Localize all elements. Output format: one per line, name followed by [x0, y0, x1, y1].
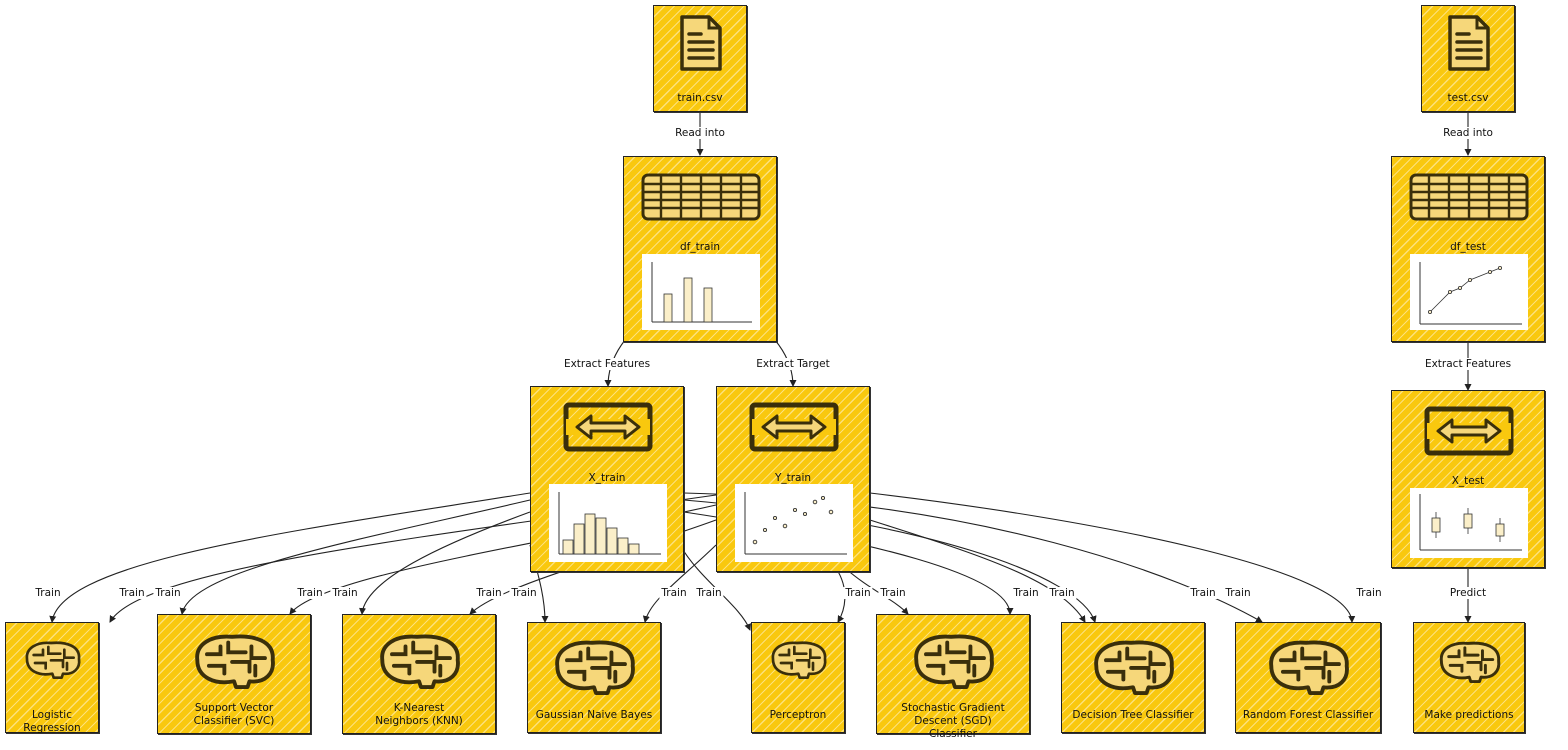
edge-label-predict: Predict [1447, 587, 1489, 599]
node-label: train.csv [677, 92, 723, 104]
boxplot-thumbnail [1410, 488, 1528, 558]
node-make-predictions[interactable]: Make predictions [1413, 622, 1525, 733]
table-icon [1409, 173, 1529, 221]
node-y-train[interactable]: Y_train [716, 386, 870, 572]
edge-x-train-to-svc [179, 499, 531, 615]
edge-label-train: Train [1223, 587, 1253, 599]
node-sgd-classifier[interactable]: Stochastic Gradient Descent (SGD) Classi… [876, 614, 1030, 740]
brain-icon [25, 641, 81, 679]
document-icon [680, 15, 722, 71]
edge-label-train: Train [33, 587, 63, 599]
edge-label-train: Train [1188, 587, 1218, 599]
edge-y-train-to-rforest [869, 492, 1356, 623]
node-label: K-Nearest Neighbors (KNN) [375, 702, 463, 727]
line-chart-thumbnail [1410, 254, 1528, 330]
edge-label-extract-features: Extract Features [561, 358, 653, 370]
brain-icon [914, 634, 994, 689]
brain-icon [195, 634, 275, 689]
node-df-test[interactable]: df_test [1391, 156, 1545, 342]
node-label: Logistic Regression [23, 709, 81, 734]
node-label: Y_train [774, 472, 812, 484]
brain-icon [1439, 641, 1501, 683]
transform-icon [563, 402, 653, 452]
table-icon [641, 173, 761, 221]
node-label: Gaussian Naive Bayes [535, 709, 653, 721]
brain-icon [380, 634, 460, 689]
brain-icon [1094, 640, 1174, 695]
transform-icon [1424, 406, 1514, 456]
node-label: Stochastic Gradient Descent (SGD) Classi… [901, 702, 1005, 740]
brain-icon [1269, 640, 1349, 695]
scatter-thumbnail [735, 484, 853, 562]
edge-label-train: Train [878, 587, 908, 599]
edge-x-train-to-knn [359, 511, 531, 615]
node-label: Decision Tree Classifier [1072, 709, 1194, 721]
transform-icon [749, 402, 839, 452]
edge-label-train: Train [1354, 587, 1384, 599]
bar-chart-thumbnail [642, 254, 760, 330]
node-label: test.csv [1447, 92, 1489, 104]
edge-label-train: Train [843, 587, 873, 599]
edge-label-train: Train [295, 587, 325, 599]
edge-label-train: Train [474, 587, 504, 599]
node-decision-tree[interactable]: Decision Tree Classifier [1061, 622, 1205, 733]
node-label: df_train [679, 241, 721, 253]
histogram-thumbnail [549, 484, 667, 562]
node-svc[interactable]: Support Vector Classifier (SVC) [157, 614, 311, 734]
node-random-forest[interactable]: Random Forest Classifier [1235, 622, 1381, 733]
edge-y-train-to-dtree [869, 519, 1086, 623]
node-logistic-regression[interactable]: Logistic Regression [5, 622, 99, 734]
edge-label-extract-target: Extract Target [754, 358, 832, 370]
node-label: Random Forest Classifier [1242, 709, 1374, 721]
node-df-train[interactable]: df_train [623, 156, 777, 342]
node-label: Make predictions [1424, 709, 1514, 721]
edge-label-read-into-test: Read into [1441, 127, 1495, 139]
edge-label-extract-features-test: Extract Features [1422, 358, 1514, 370]
edge-label-train: Train [117, 587, 147, 599]
edge-label-train: Train [659, 587, 689, 599]
node-test-csv[interactable]: test.csv [1421, 5, 1515, 112]
edge-label-train: Train [1011, 587, 1041, 599]
edge-label-train: Train [509, 587, 539, 599]
node-label: df_test [1450, 241, 1486, 253]
node-x-test[interactable]: X_test [1391, 390, 1545, 568]
node-knn[interactable]: K-Nearest Neighbors (KNN) [342, 614, 496, 734]
edge-label-read-into: Read into [673, 127, 727, 139]
edge-x-train-to-logistic [49, 492, 531, 623]
edge-label-train: Train [153, 587, 183, 599]
edge-label-train: Train [1047, 587, 1077, 599]
document-icon [1448, 15, 1490, 71]
node-label: X_train [588, 472, 626, 484]
node-label: Support Vector Classifier (SVC) [193, 702, 275, 727]
brain-icon [771, 641, 827, 679]
node-x-train[interactable]: X_train [530, 386, 684, 572]
node-gaussian-naive-bayes[interactable]: Gaussian Naive Bayes [527, 622, 661, 733]
node-perceptron[interactable]: Perceptron [751, 622, 845, 733]
node-train-csv[interactable]: train.csv [653, 5, 747, 112]
edge-label-train: Train [330, 587, 360, 599]
node-label: Perceptron [769, 709, 827, 721]
edge-label-train: Train [694, 587, 724, 599]
brain-icon [555, 640, 635, 695]
node-label: X_test [1451, 475, 1485, 487]
